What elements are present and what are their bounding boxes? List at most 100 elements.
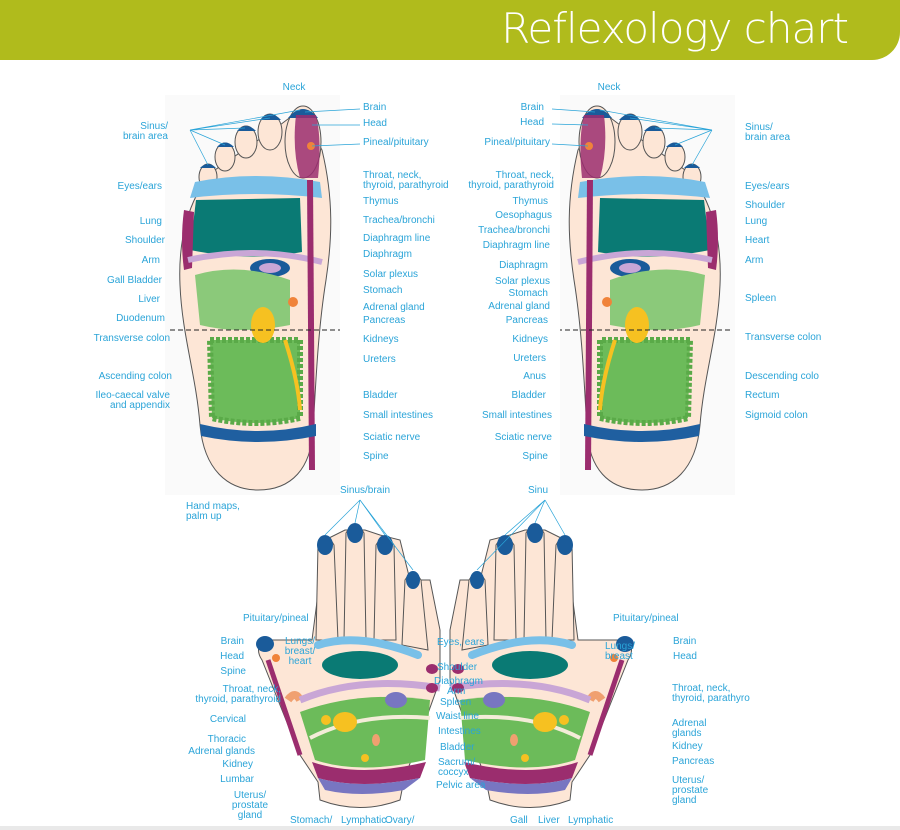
label-left-foot-right-14: Bladder bbox=[363, 390, 398, 401]
label-right-foot-left-13: Kidneys bbox=[512, 334, 548, 345]
label-hands-right-hand-11: Lymphatic bbox=[568, 815, 614, 826]
label-hands-middle-2: Diaphragm bbox=[434, 676, 483, 687]
label-hands-right-hand-5: Adrenal glands bbox=[672, 718, 707, 739]
label-hands-middle-3: Arm bbox=[447, 686, 466, 697]
label-left-foot-right-5: Trachea/bronchi bbox=[363, 215, 435, 226]
label-right-foot-left-7: Diaphragm line bbox=[482, 240, 550, 251]
label-left-foot-right-11: Pancreas bbox=[363, 315, 406, 326]
label-left-foot-left-4: Arm bbox=[141, 255, 160, 266]
label-hands-middle-1: Shoulder bbox=[437, 662, 478, 673]
label-left-foot-right-17: Spine bbox=[363, 451, 389, 462]
label-left-foot-left-10: Ileo-caecal valve and appendix bbox=[95, 390, 170, 411]
label-hands-caption-0: Hand maps, palm up bbox=[186, 501, 240, 522]
label-left-foot-right-3: Throat, neck, thyroid, parathyroid bbox=[363, 170, 449, 191]
label-right-foot-left-3: Throat, neck, thyroid, parathyroid bbox=[468, 170, 554, 191]
label-right-foot-left-8: Diaphragm bbox=[499, 260, 548, 271]
label-left-foot-right-6: Diaphragm line bbox=[363, 233, 431, 244]
label-hands-right-hand-0: Pituitary/pineal bbox=[613, 613, 679, 624]
label-hands-left-hand-5: Throat, neck, thyroid, parathyroid bbox=[195, 684, 281, 705]
label-right-foot-left-1: Head bbox=[520, 117, 544, 128]
label-hands-right-hand-10: Liver bbox=[538, 815, 560, 826]
label-left-foot-right-12: Kidneys bbox=[363, 334, 399, 345]
bottom-scroll-edge bbox=[0, 826, 900, 830]
label-right-foot-left-18: Sciatic nerve bbox=[494, 432, 552, 443]
label-left-foot-right-1: Head bbox=[363, 118, 387, 129]
page-title: Reflexology chart bbox=[501, 4, 849, 53]
label-left-foot-right-13: Ureters bbox=[363, 354, 396, 365]
label-hands-middle-9: Pelvic area bbox=[436, 780, 486, 791]
label-hands-right-hand-9: Gall bbox=[510, 815, 528, 826]
label-hands-left-hand-2: Head bbox=[220, 651, 244, 662]
label-hands-right-hand-4: Throat, neck, thyroid, parathyro bbox=[672, 683, 750, 704]
label-hands-left-hand-11: Uterus/ prostate gland bbox=[231, 790, 269, 821]
label-right-foot-left-0: Brain bbox=[520, 102, 544, 113]
label-left-foot-right-9: Stomach bbox=[363, 285, 403, 296]
label-left-foot-right-4: Thymus bbox=[363, 196, 399, 207]
label-right-foot-right-7: Transverse colon bbox=[745, 332, 822, 343]
label-right-foot-right-1: Eyes/ears bbox=[745, 181, 790, 192]
label-hands-left-hand-6: Cervical bbox=[209, 714, 246, 725]
label-right-foot-right-5: Arm bbox=[745, 255, 764, 266]
label-right-foot-left-12: Pancreas bbox=[505, 315, 548, 326]
label-hands-right-hand-7: Pancreas bbox=[672, 756, 715, 767]
label-left-foot-right-0: Brain bbox=[363, 102, 387, 113]
label-right-foot-right-8: Descending colo bbox=[745, 371, 819, 382]
label-left-foot-right-15: Small intestines bbox=[363, 410, 434, 421]
label-left-foot-right-16: Sciatic nerve bbox=[363, 432, 421, 443]
label-hands-middle-0: Eyes, ears bbox=[437, 637, 485, 648]
label-right-foot-left-16: Bladder bbox=[511, 390, 546, 401]
label-left-foot-right-8: Solar plexus bbox=[363, 269, 419, 280]
label-hands-left-hand-0: Pituitary/pineal bbox=[243, 613, 309, 624]
label-hands-left-hand-8: Adrenal glands bbox=[188, 746, 255, 757]
label-hands-left-hand-7: Thoracic bbox=[207, 734, 246, 745]
label-right-foot-right-2: Shoulder bbox=[745, 200, 786, 211]
header-bar: Reflexology chart bbox=[0, 0, 900, 60]
label-hands-left-hand-9: Kidney bbox=[222, 759, 253, 770]
label-left-foot-left-9: Ascending colon bbox=[98, 371, 172, 382]
label-right-foot-left-11: Adrenal gland bbox=[488, 301, 550, 312]
label-right-foot-left-2: Pineal/pituitary bbox=[484, 137, 550, 148]
label-hands-middle-4: Spleen bbox=[440, 697, 472, 708]
label-hands-middle-8: Sacrum/ coccyx bbox=[438, 757, 476, 778]
leader-lines bbox=[189, 108, 713, 571]
label-right-foot-left-5: Oesophagus bbox=[495, 210, 552, 221]
label-hands-sinus-0: Sinus/brain bbox=[340, 485, 391, 496]
label-right-foot-left-17: Small intestines bbox=[481, 410, 552, 421]
label-hands-sinus-1: Sinu bbox=[528, 485, 549, 496]
label-hands-left-hand-1: Brain bbox=[220, 636, 244, 647]
label-hands-right-hand-3: Lungs/ breast bbox=[605, 641, 636, 662]
label-right-foot-left-4: Thymus bbox=[512, 196, 548, 207]
label-left-foot-right-2: Pineal/pituitary bbox=[363, 137, 429, 148]
label-right-foot-left-15: Anus bbox=[523, 371, 546, 382]
label-left-foot-top-0: Neck bbox=[282, 82, 306, 93]
label-right-foot-right-6: Spleen bbox=[745, 293, 777, 304]
label-hands-left-hand-14: Ovary/ bbox=[385, 815, 415, 826]
label-left-foot-left-0: Sinus/ brain area bbox=[122, 121, 168, 142]
label-right-foot-right-10: Sigmoid colon bbox=[745, 410, 808, 421]
label-right-foot-right-4: Heart bbox=[745, 235, 770, 246]
label-hands-right-hand-1: Brain bbox=[673, 636, 697, 647]
left-hand-map bbox=[256, 523, 440, 808]
label-hands-left-hand-10: Lumbar bbox=[220, 774, 254, 785]
label-right-foot-left-10: Stomach bbox=[508, 288, 548, 299]
label-left-foot-left-7: Duodenum bbox=[116, 313, 165, 324]
label-left-foot-left-5: Gall Bladder bbox=[106, 275, 162, 286]
label-right-foot-right-9: Rectum bbox=[745, 390, 780, 401]
label-hands-left-hand-12: Stomach/ bbox=[290, 815, 333, 826]
label-left-foot-right-7: Diaphragm bbox=[363, 249, 412, 260]
label-hands-left-hand-4: Lungs/ breast/ heart bbox=[284, 636, 316, 667]
label-hands-left-hand-13: Lymphatic bbox=[341, 815, 387, 826]
label-hands-right-hand-8: Uterus/ prostate gland bbox=[672, 775, 709, 806]
label-right-foot-left-14: Ureters bbox=[513, 353, 546, 364]
label-right-foot-right-0: Sinus/ brain area bbox=[745, 122, 791, 143]
label-left-foot-left-8: Transverse colon bbox=[93, 333, 170, 344]
label-hands-middle-7: Bladder bbox=[440, 742, 475, 753]
label-hands-left-hand-3: Spine bbox=[220, 666, 246, 677]
label-right-foot-left-9: Solar plexus bbox=[494, 276, 550, 287]
label-left-foot-left-3: Shoulder bbox=[124, 235, 165, 246]
label-right-foot-right-3: Lung bbox=[745, 216, 768, 227]
label-right-foot-top-0: Neck bbox=[597, 82, 621, 93]
label-left-foot-left-1: Eyes/ears bbox=[117, 181, 162, 192]
label-hands-middle-5: Waist line bbox=[436, 711, 479, 722]
